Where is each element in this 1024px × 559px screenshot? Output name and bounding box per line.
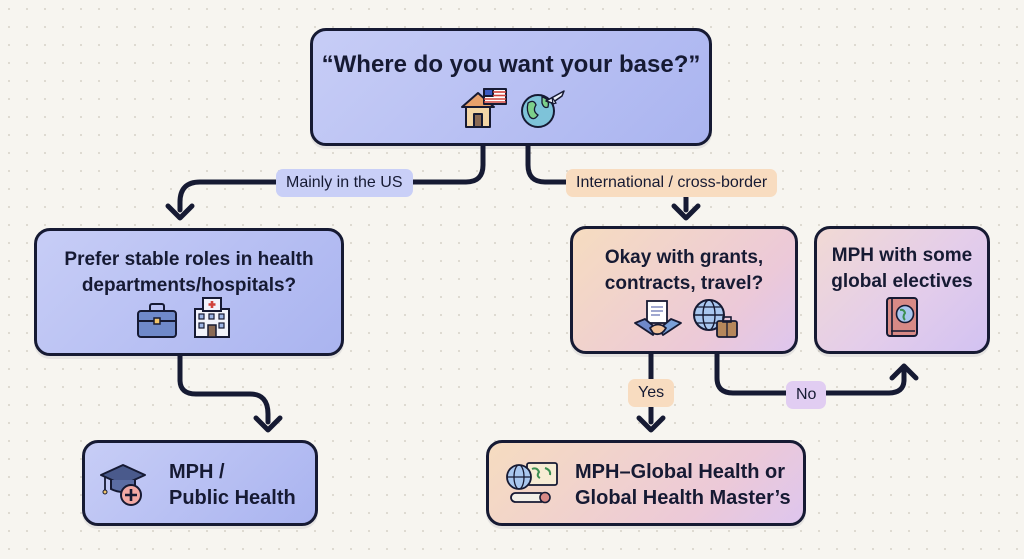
intl-grants-line1: Okay with grants, xyxy=(604,247,764,268)
us-stable-roles-line1: Prefer stable roles in health xyxy=(64,249,314,270)
branch-label-international: International / cross-border xyxy=(566,169,778,197)
us-stable-roles-line2: departments/hospitals? xyxy=(81,275,297,296)
globe-map-diploma-icon xyxy=(505,459,559,514)
edge-us-to-mph xyxy=(177,353,271,425)
mph-global-health-line2: Global Health Master’s xyxy=(575,487,791,509)
globe-luggage-icon xyxy=(691,295,741,346)
intl-grants-line2: contracts, travel? xyxy=(604,273,764,294)
arrowhead-yes xyxy=(636,415,666,433)
hospital-icon xyxy=(189,295,235,346)
mph-public-health-node[interactable]: MPH / Public Health xyxy=(82,440,318,526)
mph-public-health-line2: Public Health xyxy=(169,487,296,509)
mph-global-electives-line2: global electives xyxy=(831,271,973,292)
arrowhead-intl xyxy=(671,203,701,221)
house-us-flag-icon xyxy=(458,87,510,136)
branch-label-us: Mainly in the US xyxy=(276,169,413,197)
mph-global-health-node[interactable]: MPH–Global Health or Global Health Maste… xyxy=(486,440,806,526)
mph-global-electives-node[interactable]: MPH with some global electives xyxy=(814,226,990,354)
globe-airplane-icon xyxy=(518,87,568,136)
arrowhead-mph-public xyxy=(253,415,283,433)
edge-label-yes: Yes xyxy=(628,379,675,407)
intl-grants-travel-node[interactable]: Okay with grants, contracts, travel? xyxy=(570,226,798,354)
arrowhead-us xyxy=(165,203,195,221)
globe-book-icon xyxy=(883,295,923,346)
root-question-node[interactable]: “Where do you want your base?” xyxy=(310,28,712,146)
briefcase-icon xyxy=(135,301,179,346)
root-question-text: “Where do you want your base?” xyxy=(321,51,701,78)
mph-global-health-line1: MPH–Global Health or xyxy=(575,461,786,483)
arrowhead-no xyxy=(889,363,919,381)
handshake-contract-icon xyxy=(633,299,683,346)
edge-label-no: No xyxy=(786,381,827,409)
mph-public-health-line1: MPH / xyxy=(169,461,225,483)
graduation-cap-medical-icon xyxy=(99,461,147,512)
us-stable-roles-node[interactable]: Prefer stable roles in health department… xyxy=(34,228,344,356)
mph-global-electives-line1: MPH with some xyxy=(831,245,973,266)
